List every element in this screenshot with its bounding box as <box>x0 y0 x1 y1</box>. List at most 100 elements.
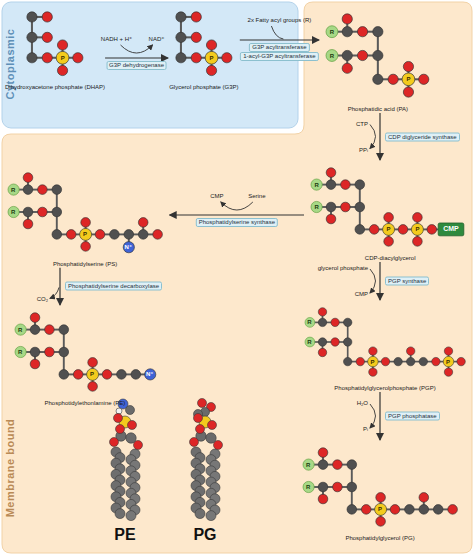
atom <box>413 237 423 247</box>
atom <box>305 337 315 347</box>
atom <box>411 223 423 235</box>
atom <box>123 242 134 253</box>
atom <box>80 242 90 252</box>
atom <box>357 50 367 60</box>
atom-symbol: P <box>378 506 382 512</box>
atom <box>342 27 352 37</box>
atom <box>330 318 338 326</box>
atom <box>30 313 40 323</box>
atom <box>355 202 365 212</box>
atom <box>341 202 351 212</box>
atom-symbol: R <box>18 349 22 355</box>
atom <box>30 347 40 357</box>
enzyme-box: Phosphatidylserine synthase <box>196 218 278 227</box>
atom <box>355 225 365 235</box>
atom-symbol: R <box>11 209 15 215</box>
atom <box>375 493 385 503</box>
atom <box>318 494 328 504</box>
atom <box>87 358 97 368</box>
atom <box>456 357 464 365</box>
molecule-name: Glycerol phosphate (G3P) <box>168 83 240 91</box>
atom <box>318 482 328 492</box>
atom-symbol: P <box>370 359 374 365</box>
molecule-node: Dihydroxyacetone phosphate (DHAP)P <box>5 4 105 91</box>
atom <box>56 51 69 64</box>
molecule-node: CDP-diacylglycerolRRPPCMP <box>304 160 474 262</box>
atom <box>176 32 186 42</box>
atom-symbol: R <box>330 53 334 59</box>
molecule-name: Phosphatidylglycerol (PG) <box>296 534 465 542</box>
atom <box>367 356 378 367</box>
atom-symbol: P <box>387 226 391 232</box>
atom <box>342 50 352 60</box>
atom <box>73 53 83 63</box>
cofactor-label: H₂O <box>357 400 368 407</box>
cmp-box <box>438 223 464 236</box>
atom <box>341 180 351 190</box>
atom <box>131 370 141 380</box>
atom <box>311 201 322 212</box>
molecule-node: Phosphatidic acid (PA)RRP <box>319 6 437 113</box>
atom <box>419 505 429 515</box>
atom <box>318 348 326 356</box>
atom <box>419 74 429 84</box>
atom <box>15 346 26 357</box>
atom <box>357 27 367 37</box>
atom <box>23 185 33 195</box>
atom <box>42 32 52 42</box>
atom <box>152 230 162 240</box>
region-label: Membrane bound <box>4 419 16 518</box>
atom <box>305 318 315 328</box>
structure-drawing <box>1 165 170 260</box>
atom <box>356 357 364 365</box>
atom <box>144 369 155 380</box>
structure-drawing <box>304 160 474 254</box>
atom <box>443 356 454 367</box>
atom <box>79 228 91 240</box>
atom <box>23 173 33 183</box>
cmp-label: CMP <box>443 226 459 232</box>
molecule-name: Dihydroxyacetone phosphate (DHAP) <box>5 83 105 91</box>
atom-symbol: R <box>314 204 318 210</box>
atom <box>318 308 326 316</box>
atom <box>30 325 40 335</box>
atom <box>444 368 452 376</box>
atom <box>73 370 83 380</box>
molecule-node: Phosphatidylglycerolphosphate (PGP)RRPP <box>298 300 473 392</box>
atom <box>58 65 68 75</box>
atom <box>384 237 394 247</box>
atom <box>384 213 394 223</box>
atom <box>419 493 429 503</box>
cofactor-label: glycerol phosphate <box>318 265 368 272</box>
atom <box>342 14 352 24</box>
atom <box>27 32 37 42</box>
atom <box>403 87 413 97</box>
atom <box>326 26 338 38</box>
atom <box>342 63 352 73</box>
structure-drawing <box>168 4 240 83</box>
atom <box>427 225 437 235</box>
atom <box>347 482 357 492</box>
atom <box>369 225 379 235</box>
structure-drawing <box>19 4 91 83</box>
enzyme-box: PGP phosphatase <box>385 412 440 421</box>
atom <box>355 180 365 190</box>
atom-symbol: N⁺ <box>125 244 133 250</box>
atom <box>42 53 52 63</box>
atom <box>86 368 98 380</box>
atom <box>191 53 201 63</box>
molecule-name: Phosphotidylethonlamine (PE) <box>8 399 163 407</box>
atom <box>388 74 398 84</box>
atom <box>58 40 68 50</box>
atom <box>44 325 54 335</box>
atom <box>15 324 26 335</box>
atom <box>23 219 33 229</box>
atom-symbol: P <box>446 359 450 365</box>
atom <box>66 230 76 240</box>
atom-symbol: R <box>11 187 15 193</box>
atom <box>59 347 69 357</box>
cofactor-label: CO₂ <box>37 296 48 303</box>
atom <box>8 206 19 217</box>
atom <box>205 51 218 64</box>
